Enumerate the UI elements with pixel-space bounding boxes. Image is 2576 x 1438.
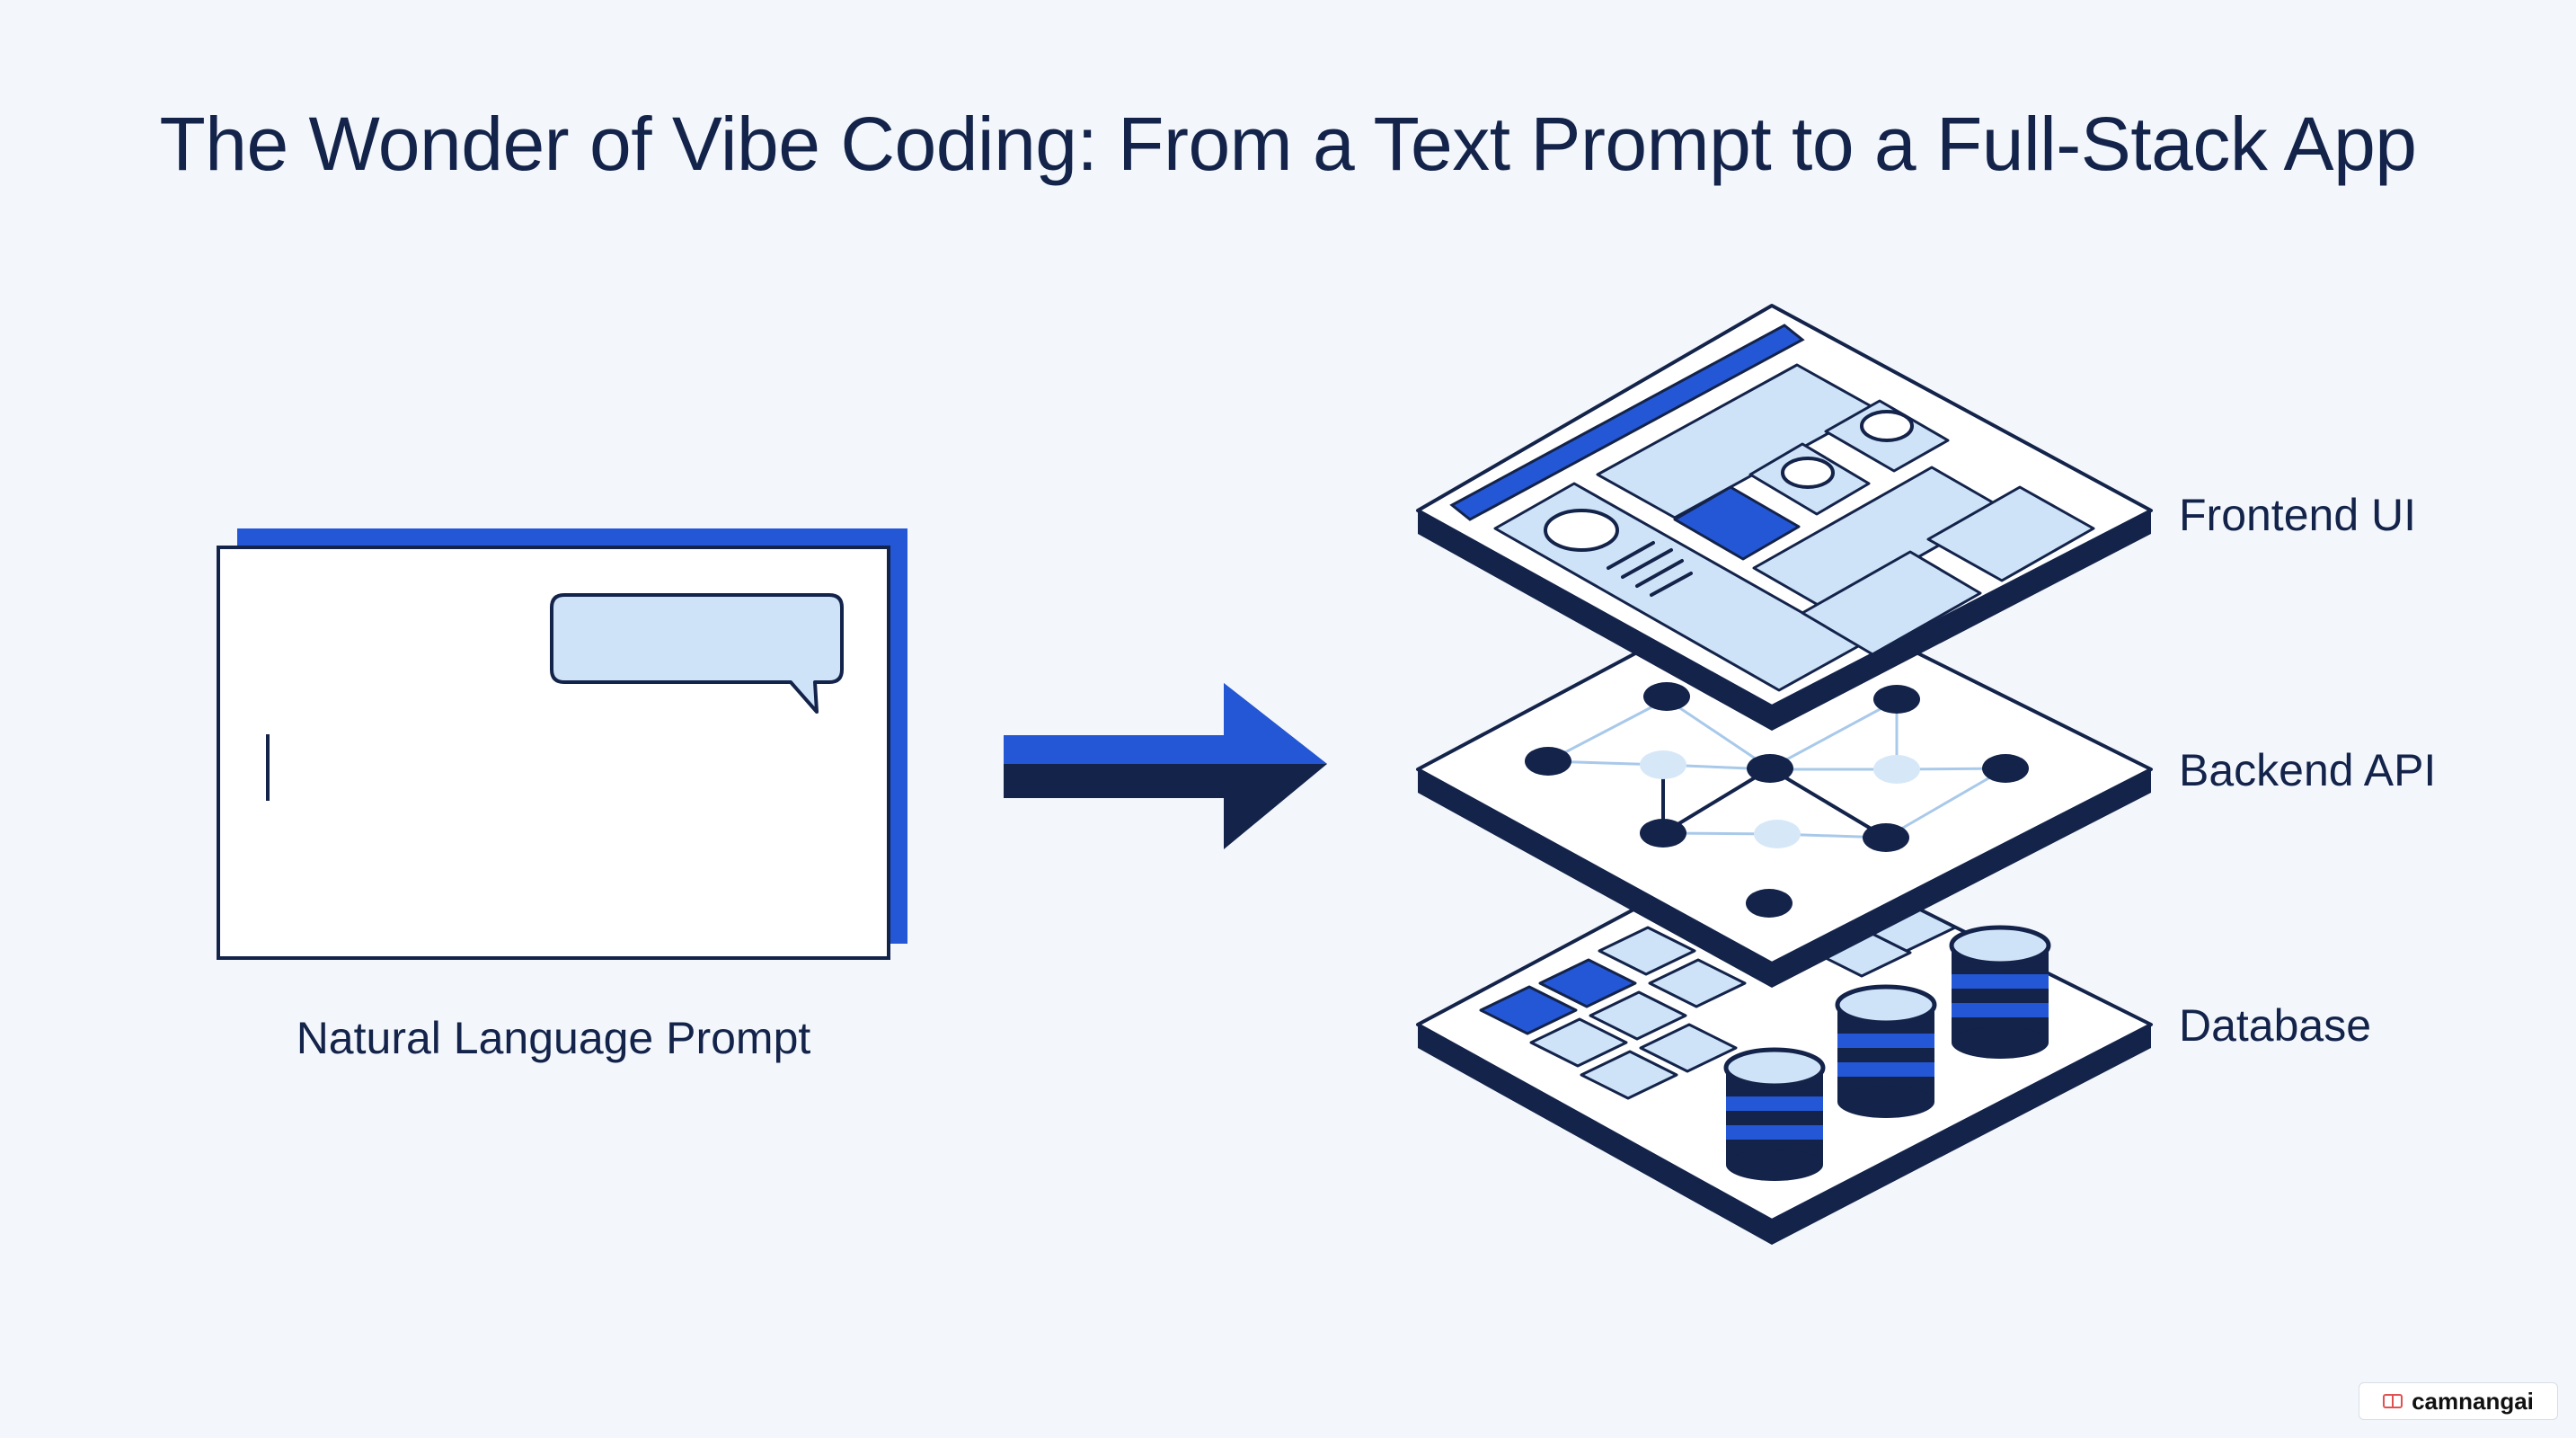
- text-cursor-icon: [266, 734, 270, 801]
- chat-bubble-icon: [550, 593, 844, 714]
- layer-label-database: Database: [2179, 1000, 2371, 1051]
- network-node-icon: [1754, 820, 1801, 848]
- transform-arrow-icon: [1004, 683, 1327, 849]
- network-node-icon: [1873, 755, 1920, 784]
- ui-avatar-icon: [1544, 509, 1619, 552]
- ui-panel: [1673, 485, 1801, 561]
- layer-label-frontend: Frontend UI: [2179, 490, 2416, 540]
- book-icon: [2383, 1394, 2403, 1408]
- frontend-layer: [1416, 304, 2153, 731]
- ui-panel: [1801, 550, 1982, 656]
- network-node-icon: [1863, 823, 1909, 852]
- ui-circle-icon: [1860, 410, 1914, 442]
- page-title: The Wonder of Vibe Coding: From a Text P…: [159, 102, 2417, 186]
- network-nodes: [1525, 682, 2029, 918]
- network-node-icon: [1746, 889, 1793, 918]
- network-node-icon: [1525, 747, 1571, 776]
- database-cylinder-icon: [1835, 984, 1937, 1118]
- ui-text-lines: [1607, 541, 1693, 597]
- network-node-icon: [1982, 754, 2029, 783]
- ui-circle-icon: [1781, 457, 1835, 489]
- watermark-label: camnangai: [2412, 1387, 2534, 1415]
- database-cylinder-icon: [1949, 925, 2051, 1059]
- watermark-badge: camnangai: [2359, 1382, 2558, 1420]
- network-node-icon: [1640, 750, 1686, 779]
- prompt-window: Natural Language Prompt: [217, 528, 907, 1063]
- prompt-label: Natural Language Prompt: [297, 1013, 811, 1063]
- network-node-icon: [1643, 682, 1690, 711]
- network-node-icon: [1873, 685, 1920, 714]
- network-node-icon: [1747, 754, 1793, 783]
- layer-label-backend: Backend API: [2179, 745, 2436, 795]
- network-node-icon: [1640, 819, 1686, 848]
- ui-header-bar: [1449, 324, 1805, 521]
- ui-panel: [1926, 485, 2095, 582]
- database-cylinder-icon: [1723, 1047, 1826, 1181]
